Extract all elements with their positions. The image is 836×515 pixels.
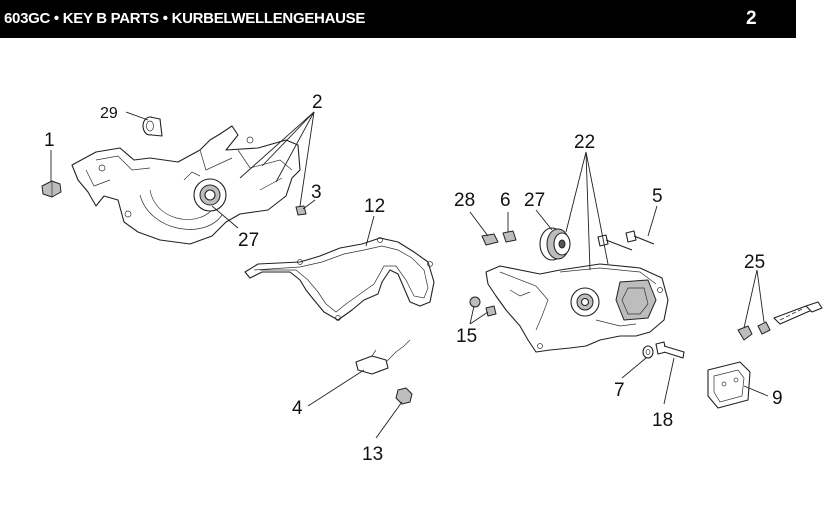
part-29-bushing	[142, 116, 163, 137]
callout-3: 3	[311, 182, 322, 203]
part-18-bolt	[655, 341, 685, 359]
callout-25: 25	[744, 252, 765, 273]
page-number: 2	[746, 8, 757, 29]
callout-29: 29	[100, 105, 118, 122]
callout-6: 6	[500, 190, 511, 211]
part-13-block	[395, 387, 413, 405]
callout-28: 28	[454, 190, 475, 211]
part-1-plug	[41, 180, 62, 198]
header-bar: 603GC • KEY B PARTS • KURBELWELLENGEHAUS…	[0, 0, 796, 38]
left-crankcase-housing	[71, 125, 301, 245]
callout-13: 13	[362, 444, 383, 465]
callout-18: 18	[652, 410, 673, 431]
part-6-spacer	[502, 230, 517, 243]
part-12-gasket	[244, 237, 435, 321]
callout-15: 15	[456, 326, 477, 347]
callout-7: 7	[614, 380, 625, 401]
callout-4: 4	[292, 398, 303, 419]
callout-2: 2	[312, 92, 323, 113]
callout-1: 1	[44, 130, 55, 151]
callout-labels: 1 29 2 3 27 12 4 13 28 6 27 22 5 15 7 18…	[44, 92, 783, 465]
part-9-plate	[707, 361, 751, 409]
part-28-spacer	[481, 233, 499, 246]
callout-12: 12	[364, 196, 385, 217]
callout-5: 5	[652, 186, 663, 207]
part-27-bearing	[539, 227, 571, 261]
part-15-parts	[469, 296, 497, 317]
callout-22: 22	[574, 132, 595, 153]
part-4-bracket	[355, 339, 411, 375]
leader-lines	[50, 111, 769, 439]
page-title: 603GC • KEY B PARTS • KURBELWELLENGEHAUS…	[4, 10, 366, 27]
callout-27-right: 27	[524, 190, 545, 211]
callout-9: 9	[772, 388, 783, 409]
right-crankcase-housing	[485, 263, 669, 353]
part-5-screws	[597, 230, 655, 251]
part-7-washer	[642, 345, 654, 359]
part-25-adjuster	[737, 301, 823, 341]
callout-27-left: 27	[238, 230, 259, 251]
